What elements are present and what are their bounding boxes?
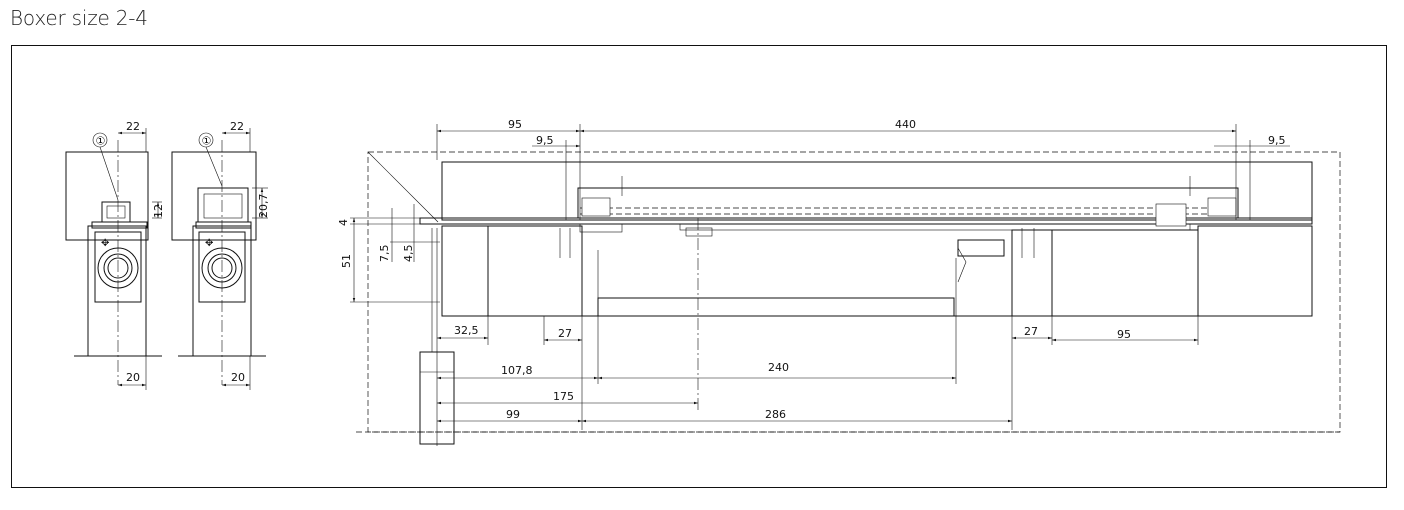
dim-4: 4 bbox=[337, 219, 350, 226]
dim-20-7: 20,7 bbox=[257, 194, 270, 219]
plus-marker-icon: ✥ bbox=[101, 238, 109, 249]
dim-27-right: 27 bbox=[1024, 325, 1038, 338]
drawing-frame bbox=[11, 45, 1387, 488]
dim-107-8: 107,8 bbox=[501, 364, 533, 377]
dim-20-left: 20 bbox=[126, 371, 140, 384]
dim-12: 12 bbox=[152, 204, 165, 218]
dim-27-left: 27 bbox=[558, 327, 572, 340]
dim-9-5-left: 9,5 bbox=[536, 134, 554, 147]
dim-7-5: 7,5 bbox=[378, 245, 391, 263]
dim-32-5: 32,5 bbox=[454, 324, 479, 337]
callout-label: ① bbox=[96, 135, 106, 148]
dim-9-5-right: 9,5 bbox=[1268, 134, 1286, 147]
dim-4-5: 4,5 bbox=[402, 245, 415, 263]
dim-440: 440 bbox=[895, 118, 916, 131]
dim-95-bottom: 95 bbox=[1117, 328, 1131, 341]
dim-95-top: 95 bbox=[508, 118, 522, 131]
plus-marker-icon: ✥ bbox=[205, 238, 213, 249]
drawing-title: Boxer size 2-4 bbox=[10, 6, 148, 30]
dim-286: 286 bbox=[765, 408, 786, 421]
main-section-view: 95 440 9,5 9,5 4 51 7,5 4,5 32,5 bbox=[337, 118, 1341, 446]
detail-view-right: ✥ ① 22 20,7 20 bbox=[171, 120, 270, 390]
callout-label: ① bbox=[202, 135, 212, 148]
dim-175: 175 bbox=[553, 390, 574, 403]
dim-22-right: 22 bbox=[230, 120, 244, 133]
dim-20-right: 20 bbox=[231, 371, 245, 384]
dim-22-left: 22 bbox=[126, 120, 140, 133]
detail-view-left: ✥ ① 22 12 20 bbox=[65, 120, 165, 390]
dim-240: 240 bbox=[768, 361, 789, 374]
dim-99: 99 bbox=[506, 408, 520, 421]
dim-51: 51 bbox=[340, 254, 353, 268]
